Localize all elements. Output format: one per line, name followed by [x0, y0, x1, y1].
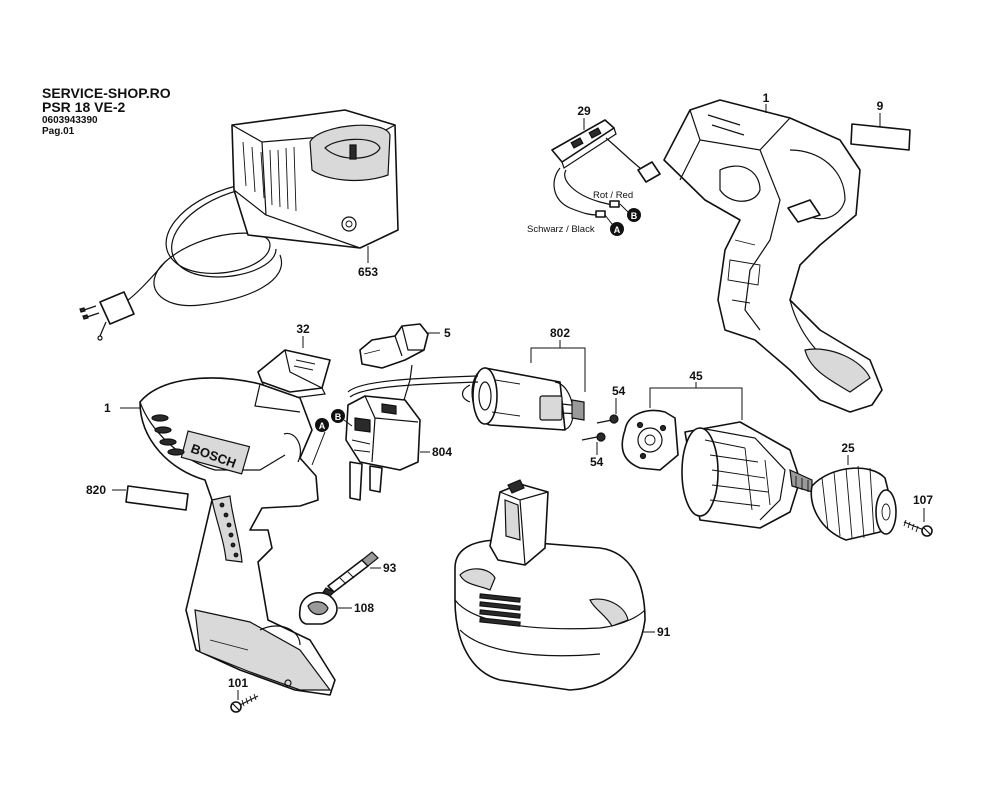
svg-text:A: A — [319, 421, 326, 431]
wire-label-red: Rot / Red — [593, 190, 633, 201]
part-label-1-top: 1 — [763, 91, 770, 105]
part-label-108: 108 — [354, 601, 374, 615]
screw-54-lower — [581, 432, 606, 455]
battery-pack-illustration — [454, 479, 655, 691]
screwdriver-bit-illustration — [321, 551, 381, 597]
screw-54-upper — [596, 398, 619, 424]
part-label-1-left: 1 — [104, 401, 111, 415]
gearbox-illustration — [621, 382, 813, 529]
housing-right-illustration — [663, 99, 883, 413]
part-label-101: 101 — [228, 676, 248, 690]
screw-107-illustration — [903, 508, 933, 537]
switch-module-illustration — [345, 364, 430, 501]
part-label-820: 820 — [86, 483, 106, 497]
part-label-653: 653 — [358, 265, 378, 279]
part-label-25: 25 — [841, 441, 855, 455]
part-label-93: 93 — [383, 561, 397, 575]
screw-101-illustration — [230, 690, 259, 713]
part-code: 0603943390 — [42, 115, 98, 126]
part-label-5: 5 — [444, 326, 451, 340]
trigger-illustration — [359, 323, 440, 369]
svg-text:B: B — [335, 412, 342, 422]
part-label-54-lower: 54 — [590, 455, 604, 469]
label-strip-820 — [112, 485, 189, 511]
housing-left-illustration: BOSCH — [120, 377, 336, 696]
model-name: PSR 18 VE-2 — [42, 99, 126, 115]
bit-holder-clip-illustration — [298, 592, 352, 625]
chuck-illustration — [810, 455, 897, 541]
motor-illustration — [347, 340, 586, 431]
svg-text:B: B — [631, 211, 638, 221]
wire-label-black: Schwarz / Black — [527, 224, 595, 235]
part-label-804: 804 — [432, 445, 452, 459]
svg-text:A: A — [614, 225, 621, 235]
part-label-802: 802 — [550, 326, 570, 340]
shop-name: SERVICE-SHOP.RO — [42, 85, 171, 101]
wire-marker-a-top: A — [604, 214, 624, 236]
label-strip-9 — [850, 113, 911, 151]
part-label-29: 29 — [577, 104, 591, 118]
charger-illustration — [79, 109, 399, 341]
part-label-9: 9 — [877, 99, 884, 113]
part-label-32: 32 — [296, 322, 310, 336]
part-label-91: 91 — [657, 625, 671, 639]
part-label-54-upper: 54 — [612, 384, 626, 398]
pcb-illustration — [551, 118, 661, 218]
wire-marker-a-left: A — [311, 418, 329, 466]
page-number: Pag.01 — [42, 126, 75, 137]
wire-marker-b-left: B — [331, 409, 353, 427]
part-label-45: 45 — [689, 369, 703, 383]
part-label-107: 107 — [913, 493, 933, 507]
wire-marker-b-top: B — [619, 203, 641, 222]
